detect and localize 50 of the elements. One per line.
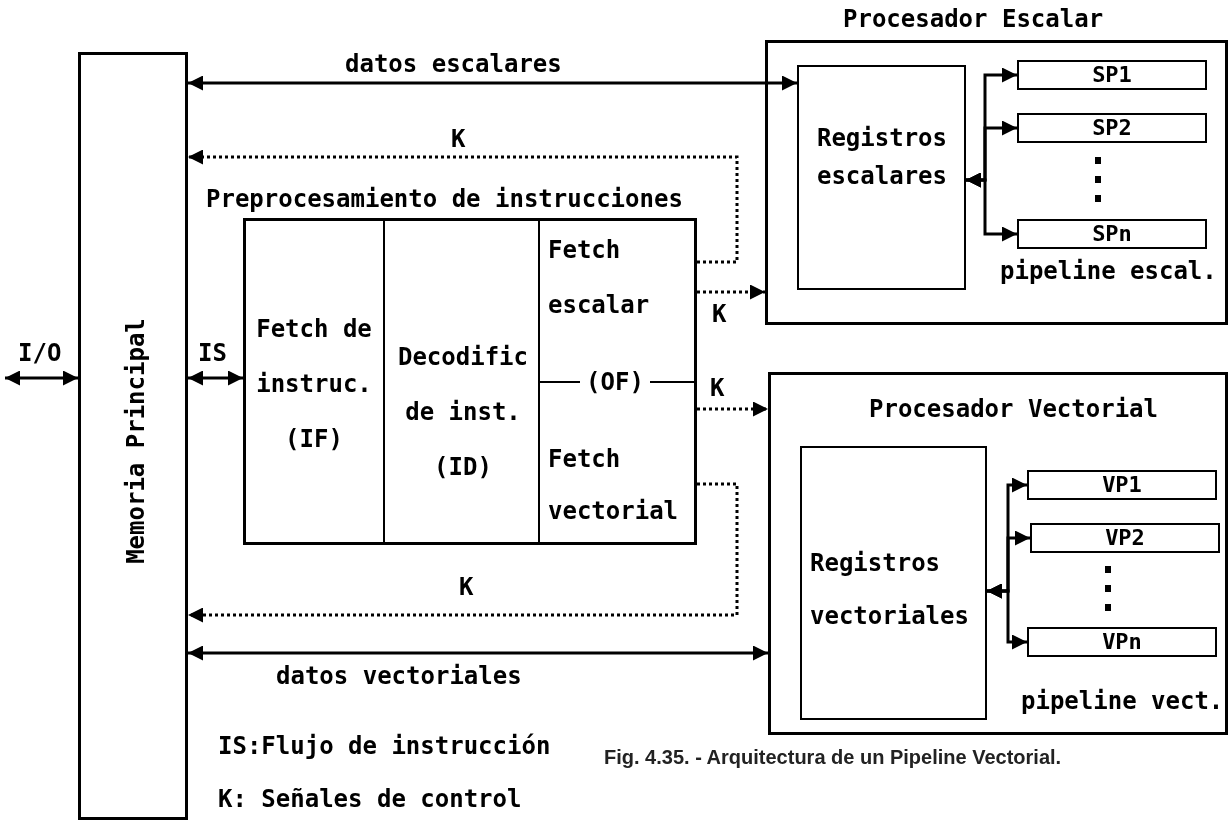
block-label: (OF) bbox=[585, 367, 645, 397]
control-signal-arrow bbox=[188, 149, 739, 264]
block-label: Registros escalares bbox=[815, 123, 948, 192]
processor-box bbox=[768, 372, 1228, 735]
note-text: IS:Flujo de instrucción bbox=[218, 732, 551, 760]
block-label: SP2 bbox=[1091, 115, 1133, 141]
arrow bbox=[966, 172, 1017, 242]
pipeline-unit-box bbox=[1027, 470, 1217, 500]
arrow bbox=[188, 370, 243, 386]
block-heading: Preprocesamiento de instrucciones bbox=[206, 185, 684, 213]
control-signal-arrow bbox=[697, 401, 768, 417]
block-label: Fetch escalar bbox=[548, 235, 651, 321]
edge-label: K bbox=[459, 573, 474, 601]
edge-label: datos vectoriales bbox=[276, 662, 522, 690]
block-label: SPn bbox=[1091, 221, 1133, 247]
figure-caption: Fig. 4.35. - Arquitectura de un Pipeline Vectorial. bbox=[604, 746, 1062, 769]
memory-block bbox=[78, 52, 188, 820]
register-box bbox=[800, 446, 987, 720]
arrow bbox=[188, 75, 797, 91]
edge-label: K bbox=[712, 300, 727, 328]
block-label: pipeline escal. bbox=[1000, 257, 1218, 285]
pipeline-unit-box bbox=[1027, 627, 1217, 657]
edge-label: I/O bbox=[18, 339, 62, 367]
block-label: VP2 bbox=[1104, 525, 1146, 551]
pipeline-unit-box bbox=[1017, 219, 1207, 249]
arrow bbox=[5, 370, 78, 386]
block-label: Fetch vectorial bbox=[548, 444, 680, 527]
edge-label: datos escalares bbox=[345, 50, 562, 78]
note-text: K: Señales de control bbox=[218, 785, 522, 813]
block-label: Registros vectoriales bbox=[810, 548, 970, 632]
block-heading: Procesador Vectorial bbox=[869, 395, 1159, 423]
block-label: pipeline vect. bbox=[1021, 687, 1225, 715]
block-label: VPn bbox=[1101, 629, 1143, 655]
pipeline-unit-box bbox=[1017, 113, 1207, 143]
pipeline-unit-box bbox=[1030, 523, 1220, 553]
arrow bbox=[987, 583, 1027, 650]
edge-label: IS bbox=[198, 339, 227, 367]
edge-label: K bbox=[710, 374, 725, 402]
pipeline-unit-box bbox=[1017, 60, 1207, 90]
block-label: Decodific de inst. (ID) bbox=[396, 342, 529, 483]
block-label: Fetch de instruc. (IF) bbox=[255, 314, 373, 455]
block-label: VP1 bbox=[1101, 472, 1143, 498]
block-label: Memoria Principal bbox=[122, 317, 150, 566]
block-heading: Procesador Escalar bbox=[843, 5, 1105, 33]
register-box bbox=[797, 65, 966, 290]
arrow bbox=[188, 645, 768, 661]
edge-label: K bbox=[451, 125, 466, 153]
control-signal-arrow bbox=[697, 284, 765, 300]
control-signal-arrow bbox=[188, 482, 739, 623]
block-label: SP1 bbox=[1091, 62, 1133, 88]
